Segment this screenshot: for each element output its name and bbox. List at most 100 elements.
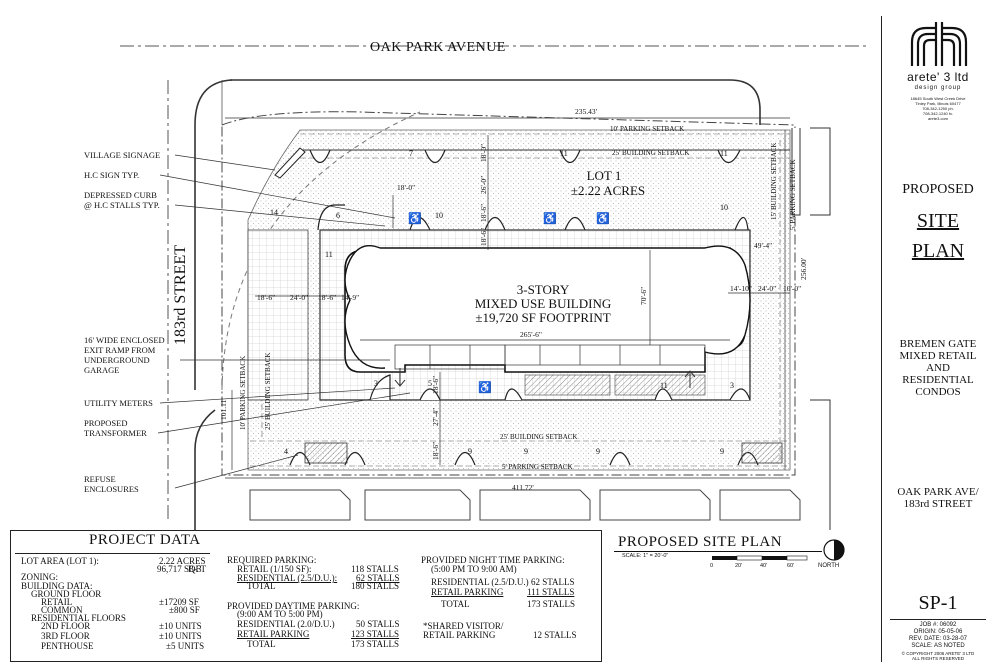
scale-tick-0: 0 bbox=[710, 563, 714, 569]
svg-text:VILLAGE SIGNAGE: VILLAGE SIGNAGE bbox=[84, 150, 160, 160]
svg-text:@ H.C STALLS TYP.: @ H.C STALLS TYP. bbox=[84, 200, 160, 210]
svg-text:4: 4 bbox=[284, 447, 288, 456]
floor2-label: 2ND FLOOR bbox=[41, 621, 91, 631]
project-line1: BREMEN GATE bbox=[899, 338, 977, 350]
building-line2: MIXED USE BUILDING bbox=[475, 296, 612, 311]
scale-tick-40: 40' bbox=[760, 563, 768, 569]
req-res-value: 62 STALLS bbox=[356, 573, 400, 583]
lot-area: ±2.22 ACRES bbox=[571, 183, 645, 198]
svg-text:11: 11 bbox=[325, 250, 333, 259]
svg-text:9: 9 bbox=[524, 447, 528, 456]
svg-text:7: 7 bbox=[409, 149, 413, 158]
dimension-labels: 235.43' 411.72' 256.00' 101.11' 265'-6" … bbox=[219, 107, 808, 492]
svg-text:H.C SIGN TYP.: H.C SIGN TYP. bbox=[84, 170, 139, 180]
svg-text:10' PARKING SETBACK: 10' PARKING SETBACK bbox=[610, 125, 684, 133]
svg-text:14'-9": 14'-9" bbox=[341, 293, 359, 302]
scale-tick-20: 20' bbox=[735, 563, 743, 569]
svg-text:256.00': 256.00' bbox=[799, 257, 808, 280]
svg-text:25' BUILDING SETBACK: 25' BUILDING SETBACK bbox=[500, 433, 577, 441]
leader-lines bbox=[157, 154, 411, 489]
drawing-site: SITE bbox=[916, 210, 960, 232]
svg-text:10: 10 bbox=[720, 203, 728, 212]
svg-text:18'-6": 18'-6" bbox=[479, 228, 488, 246]
firm-fax: 708-342-1240 fx. bbox=[922, 111, 954, 116]
svg-text:18'-6": 18'-6" bbox=[431, 442, 440, 460]
project-line3: AND bbox=[926, 362, 950, 374]
svg-text:PROPOSED: PROPOSED bbox=[84, 418, 127, 428]
zoning-label: ZONING: bbox=[21, 572, 58, 582]
night-retail-label: RETAIL PARKING bbox=[431, 587, 504, 597]
req-retail-label: RETAIL (1/150 SF): bbox=[237, 564, 312, 574]
sheet-number: SP-1 bbox=[918, 592, 958, 614]
req-total-value: 180 STALLS bbox=[351, 581, 400, 591]
svg-text:♿: ♿ bbox=[408, 212, 422, 225]
street-curb bbox=[230, 79, 761, 125]
firm-name: arete' 3 ltd bbox=[907, 70, 969, 84]
plan-title: PROPOSED SITE PLAN bbox=[618, 534, 783, 550]
residential-floors-label: RESIDENTIAL FLOORS bbox=[31, 613, 126, 623]
day-total-label: TOTAL bbox=[247, 639, 276, 649]
north-label: NORTH bbox=[818, 563, 840, 569]
plan-title-block: PROPOSED SITE PLAN SCALE: 1" = 20'-0" 0 … bbox=[610, 534, 850, 574]
svg-text:DEPRESSED CURB: DEPRESSED CURB bbox=[84, 190, 157, 200]
lot-name: LOT 1 bbox=[587, 168, 622, 183]
refuse-enclosure bbox=[304, 442, 348, 464]
project-line4: RESIDENTIAL bbox=[902, 374, 974, 386]
building-data-label: BUILDING DATA: bbox=[21, 581, 93, 591]
svg-text:EXIT RAMP FROM: EXIT RAMP FROM bbox=[84, 345, 156, 355]
svg-text:10'-0": 10'-0" bbox=[783, 284, 801, 293]
shared-value: 12 STALLS bbox=[533, 630, 577, 640]
svg-text:5' PARKING SETBACK: 5' PARKING SETBACK bbox=[789, 159, 797, 230]
firm-phone: 708-342-1250 ph. bbox=[922, 106, 954, 111]
location-line2: 183rd STREET bbox=[903, 498, 973, 510]
copyright: © COPYRIGHT 2006 ARETE' 3 LTD bbox=[901, 651, 975, 656]
svg-text:5' PARKING SETBACK: 5' PARKING SETBACK bbox=[502, 463, 573, 471]
building-line1: 3-STORY bbox=[517, 282, 570, 297]
svg-text:27'-4": 27'-4" bbox=[431, 408, 440, 426]
svg-text:26'-0": 26'-0" bbox=[479, 176, 488, 194]
day-retail-value: 123 STALLS bbox=[351, 629, 400, 639]
svg-text:♿: ♿ bbox=[543, 212, 557, 225]
svg-text:18'-0": 18'-0" bbox=[397, 183, 415, 192]
project-data-heading: PROJECT DATA bbox=[89, 532, 201, 548]
svg-text:TRANSFORMER: TRANSFORMER bbox=[84, 428, 147, 438]
svg-text:11: 11 bbox=[720, 149, 728, 158]
night-res-label: RESIDENTIAL (2.5/D.U.) bbox=[431, 577, 529, 587]
firm-sub: design group bbox=[914, 85, 962, 91]
svg-text:18'-6": 18'-6" bbox=[431, 376, 440, 394]
svg-text:6: 6 bbox=[336, 211, 340, 220]
night-hours: (5:00 PM TO 9:00 AM) bbox=[431, 564, 517, 574]
svg-text:265'-6": 265'-6" bbox=[520, 330, 542, 339]
scale-bar bbox=[712, 555, 808, 561]
night-total-label: TOTAL bbox=[441, 599, 470, 609]
night-parking-heading: PROVIDED NIGHT TIME PARKING: bbox=[421, 555, 565, 565]
svg-text:25' BUILDING SETBACK: 25' BUILDING SETBACK bbox=[612, 149, 689, 157]
required-parking-heading: REQUIRED PARKING: bbox=[227, 555, 317, 565]
daytime-parking-heading: PROVIDED DAYTIME PARKING: bbox=[227, 601, 360, 611]
zoning-value: B-3 bbox=[188, 564, 202, 574]
svg-text:♿: ♿ bbox=[478, 381, 492, 394]
svg-text:3: 3 bbox=[374, 379, 378, 388]
property-line bbox=[221, 111, 796, 476]
village-signage bbox=[274, 147, 306, 179]
penthouse-value: ±5 UNITS bbox=[166, 641, 205, 651]
svg-text:UTILITY METERS: UTILITY METERS bbox=[84, 398, 153, 408]
svg-text:70'-6": 70'-6" bbox=[639, 287, 648, 305]
svg-text:9: 9 bbox=[596, 447, 600, 456]
job-number: JOB #: 06092 bbox=[919, 622, 957, 628]
drawing-plan: PLAN bbox=[911, 240, 965, 262]
location-line1: OAK PARK AVE/ bbox=[897, 486, 979, 498]
svg-text:10: 10 bbox=[435, 211, 443, 220]
scale-tick-60: 60' bbox=[787, 563, 795, 569]
svg-text:18'-0": 18'-0" bbox=[479, 144, 488, 162]
svg-text:16' WIDE ENCLOSED: 16' WIDE ENCLOSED bbox=[84, 335, 165, 345]
svg-text:18'-6": 18'-6" bbox=[318, 293, 336, 302]
svg-text:411.72': 411.72' bbox=[512, 483, 534, 492]
firm-address2: Tinley Park, Illinois 60477 bbox=[915, 101, 961, 106]
setback-labels: 10' PARKING SETBACK 25' BUILDING SETBACK… bbox=[239, 125, 797, 471]
night-total-value: 173 STALLS bbox=[527, 599, 576, 609]
svg-text:25' BUILDING SETBACK: 25' BUILDING SETBACK bbox=[264, 353, 272, 430]
svg-text:REFUSE: REFUSE bbox=[84, 474, 116, 484]
retail-value: ±17209 SF bbox=[159, 597, 199, 607]
svg-text:14: 14 bbox=[270, 208, 278, 217]
